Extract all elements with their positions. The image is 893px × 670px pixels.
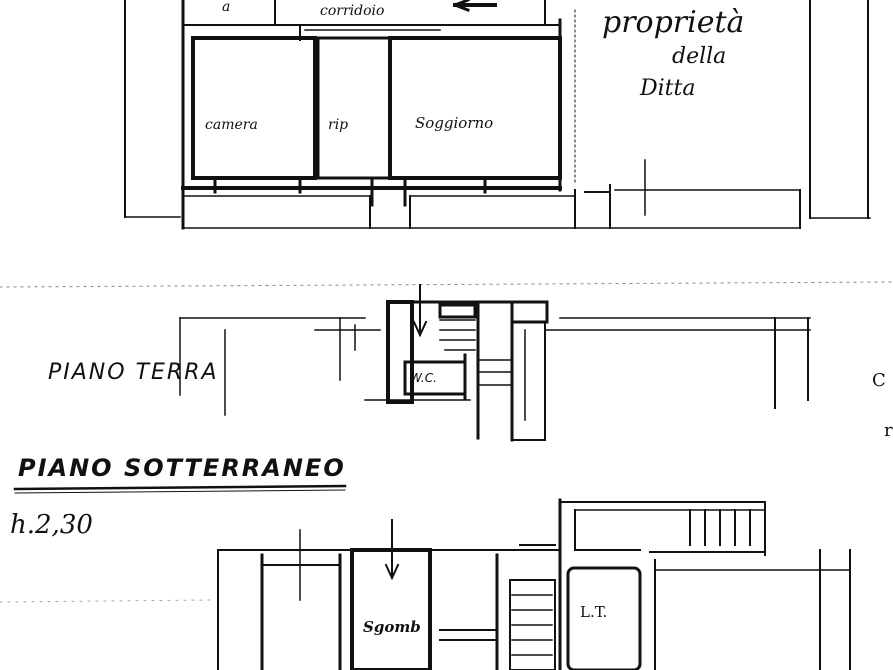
upper-plan — [124, 0, 871, 230]
label-height: h.2,30 — [10, 510, 93, 540]
room-soggiorno — [388, 36, 562, 180]
label-sgombero: Sgomb — [363, 618, 421, 636]
basement-plan — [217, 498, 851, 670]
room-lt — [566, 566, 642, 670]
room-rip — [316, 36, 392, 180]
label-edge-r: r — [884, 420, 893, 441]
label-camera: camera — [205, 117, 258, 133]
label-piano-sotterraneo: PIANO SOTTERRANEO — [18, 454, 346, 482]
label-corridoio: corridoio — [320, 3, 385, 19]
label-ditta-line3: Ditta — [640, 76, 696, 101]
label-a-mark: a — [222, 0, 231, 15]
label-lt: L.T. — [580, 603, 608, 621]
room-camera — [191, 36, 317, 180]
ground-floor-plan — [179, 284, 811, 442]
label-ditta-line2: della — [672, 44, 727, 69]
label-piano-terra: PIANO TERRA — [48, 360, 219, 385]
label-soggiorno: Soggiorno — [415, 114, 494, 132]
label-ditta-line1: proprietà — [602, 5, 745, 40]
label-edge-c: C — [872, 370, 886, 391]
label-wc: W.C. — [410, 371, 437, 385]
label-rip: rip — [328, 117, 349, 133]
